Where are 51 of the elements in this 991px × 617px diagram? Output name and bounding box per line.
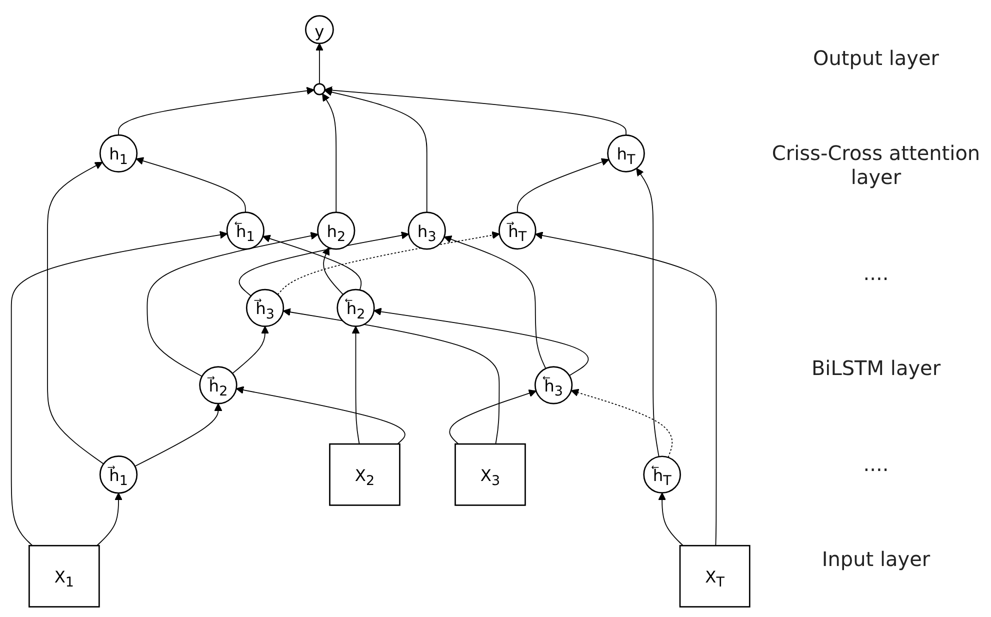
arrow [282,308,500,444]
node-box: X$_{1}$ [28,544,100,607]
arrow [322,92,337,212]
arrow [449,388,536,444]
node-circle: h⃖$_{2}$ [336,288,375,326]
arrow [658,492,684,546]
node-circle: h$_{3}$ [408,211,446,250]
layer-label: Input layer [820,547,932,572]
node-circle: h$_{1}$ [99,134,138,172]
arrow [238,230,410,296]
node-circle: h⃖$_{T}$ [643,455,681,494]
node-circle [313,82,326,95]
arrow [534,231,717,546]
arrow [262,234,362,290]
arrow [324,86,626,136]
arrow [374,307,589,376]
node-circle: h⃗$_{1}$ [99,455,138,494]
arrow [146,231,318,376]
arrow [636,168,660,457]
node-circle: h$_{2}$ [317,211,356,250]
arrow [118,86,314,135]
node-box: X$_{3}$ [454,442,526,506]
arrow [444,235,546,368]
node-circle: h⃗$_{2}$ [199,366,238,404]
arrow [47,161,104,464]
layer-label: BiLSTM layer [810,356,942,380]
node-circle: h⃗$_{T}$ [498,211,536,250]
arrow [10,230,228,546]
arrow [516,158,610,212]
arrow [352,325,360,444]
arrow [324,88,428,212]
node-circle: h⃗$_{3}$ [246,288,284,326]
arrow [236,386,406,444]
arrow [134,402,222,466]
node-box: X$_{T}$ [679,544,750,607]
arrow [570,388,673,458]
arrow [277,230,500,294]
layer-label: Output layer [812,46,940,70]
arrow [96,492,122,546]
node-circle: h$_{T}$ [607,134,645,172]
ellipsis: .... [862,260,890,285]
arrow [316,42,324,84]
node-circle: h⃖$_{1}$ [226,211,264,250]
arrow [322,246,344,294]
node-circle: y [305,14,334,44]
node-circle: h⃖$_{3}$ [534,366,573,404]
ellipsis: .... [862,452,890,476]
layer-label: Criss-Cross attention layer [770,141,982,190]
arrow [136,156,246,212]
node-box: X$_{2}$ [329,442,400,506]
arrow [232,325,269,374]
